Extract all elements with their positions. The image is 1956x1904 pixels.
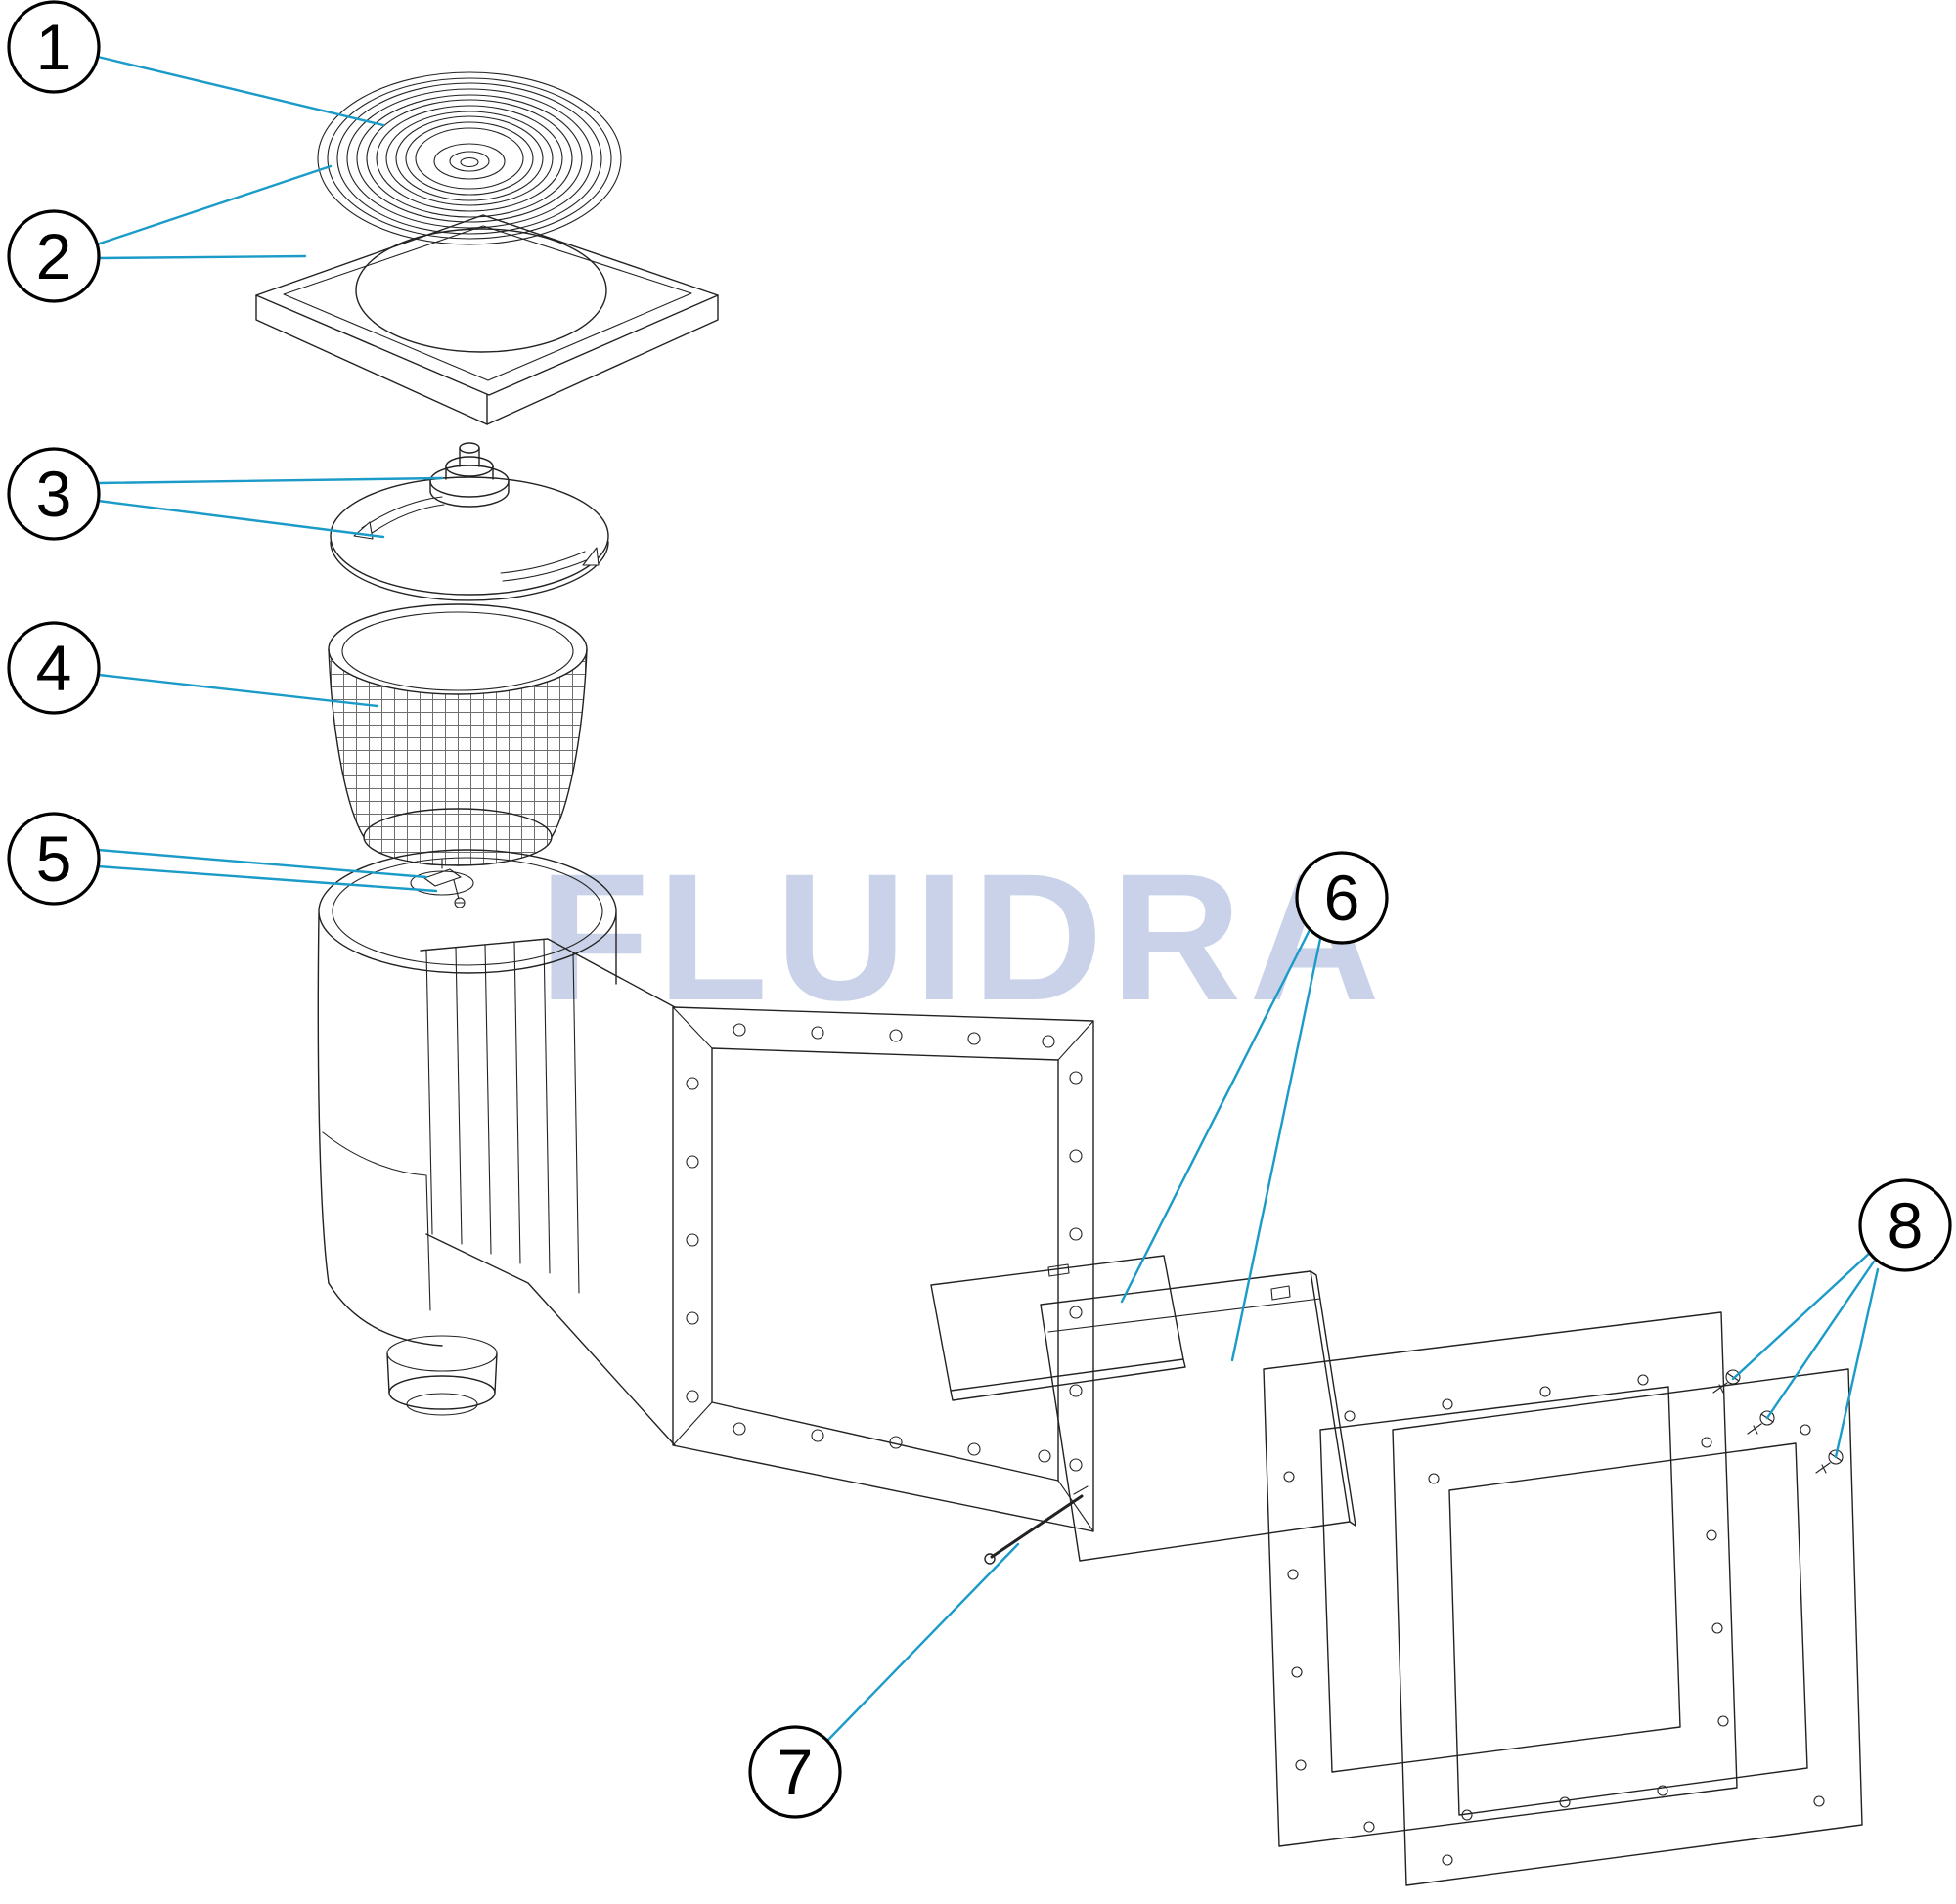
leader-3a bbox=[96, 476, 444, 485]
screw-icon bbox=[1712, 1369, 1741, 1394]
callout-1-circle bbox=[7, 0, 101, 94]
callout-2: 2 bbox=[7, 209, 101, 303]
callout-3: 3 bbox=[7, 447, 101, 541]
callout-3-number: 3 bbox=[36, 458, 72, 530]
leader-2b bbox=[97, 254, 307, 260]
leader-8c bbox=[1834, 1267, 1880, 1459]
part-handle-screw bbox=[410, 858, 474, 908]
faceplate-frames bbox=[1263, 1311, 1863, 1886]
brand-watermark: FLUIDRA bbox=[539, 837, 1388, 1039]
callout-6: 6 bbox=[1295, 851, 1389, 945]
weir-flap-small bbox=[930, 1255, 1186, 1401]
flange-screw-holes bbox=[686, 1023, 1083, 1472]
callout-1-number: 1 bbox=[36, 11, 72, 83]
callout-7: 7 bbox=[748, 1725, 842, 1819]
screw-icon bbox=[1815, 1449, 1844, 1474]
drain-spigot bbox=[386, 1335, 498, 1416]
leader-2a bbox=[95, 164, 333, 246]
leader-1 bbox=[96, 55, 385, 127]
callout-6-circle bbox=[1295, 851, 1389, 945]
callout-2-number: 2 bbox=[36, 220, 72, 292]
skimmer-throat bbox=[420, 938, 676, 1446]
part-skimmer-basket bbox=[328, 603, 588, 866]
callout-7-number: 7 bbox=[778, 1736, 814, 1808]
skimmer-mouth-flange bbox=[672, 1006, 1094, 1532]
part-weir-flaps bbox=[930, 1255, 1356, 1562]
part-round-lid bbox=[317, 71, 622, 245]
callout-8-number: 8 bbox=[1888, 1189, 1924, 1262]
frame-opening bbox=[355, 228, 607, 353]
vane-arrow-slots bbox=[353, 496, 600, 582]
part-hinge-pin bbox=[984, 1485, 1089, 1565]
skimmer-body bbox=[317, 849, 1094, 1532]
callout-1: 1 bbox=[7, 0, 101, 94]
leader-5a bbox=[96, 848, 428, 879]
leader-8b bbox=[1765, 1260, 1876, 1420]
leader-6a bbox=[1120, 926, 1312, 1304]
callout-5-circle bbox=[7, 812, 101, 906]
vane-plate-knob bbox=[429, 442, 510, 508]
leader-5b bbox=[96, 864, 438, 893]
callout-5-number: 5 bbox=[36, 822, 72, 895]
part-screws bbox=[1712, 1369, 1844, 1474]
leader-lines bbox=[95, 55, 1880, 1743]
leader-6b bbox=[1230, 937, 1322, 1362]
callout-8: 8 bbox=[1858, 1178, 1952, 1272]
callout-3-circle bbox=[7, 447, 101, 541]
callout-2-circle bbox=[7, 209, 101, 303]
leader-8a bbox=[1731, 1250, 1873, 1381]
callouts: 1 2 3 4 5 6 7 8 bbox=[7, 0, 1952, 1819]
callout-5: 5 bbox=[7, 812, 101, 906]
leader-3b bbox=[96, 499, 385, 539]
part-vane-plate bbox=[330, 442, 609, 601]
weir-flap-large bbox=[1040, 1270, 1356, 1562]
callout-6-number: 6 bbox=[1324, 862, 1360, 934]
leader-4 bbox=[97, 673, 379, 708]
leader-7 bbox=[825, 1542, 1020, 1743]
faceplate-frame-front bbox=[1392, 1368, 1863, 1886]
faceplate-frame-back bbox=[1263, 1311, 1738, 1847]
callout-4-circle bbox=[7, 621, 101, 715]
callout-7-circle bbox=[748, 1725, 842, 1819]
callout-4: 4 bbox=[7, 621, 101, 715]
callout-8-circle bbox=[1858, 1178, 1952, 1272]
faceplate-holes bbox=[1283, 1374, 1729, 1833]
callout-4-number: 4 bbox=[36, 632, 72, 704]
part-square-frame bbox=[255, 214, 719, 425]
